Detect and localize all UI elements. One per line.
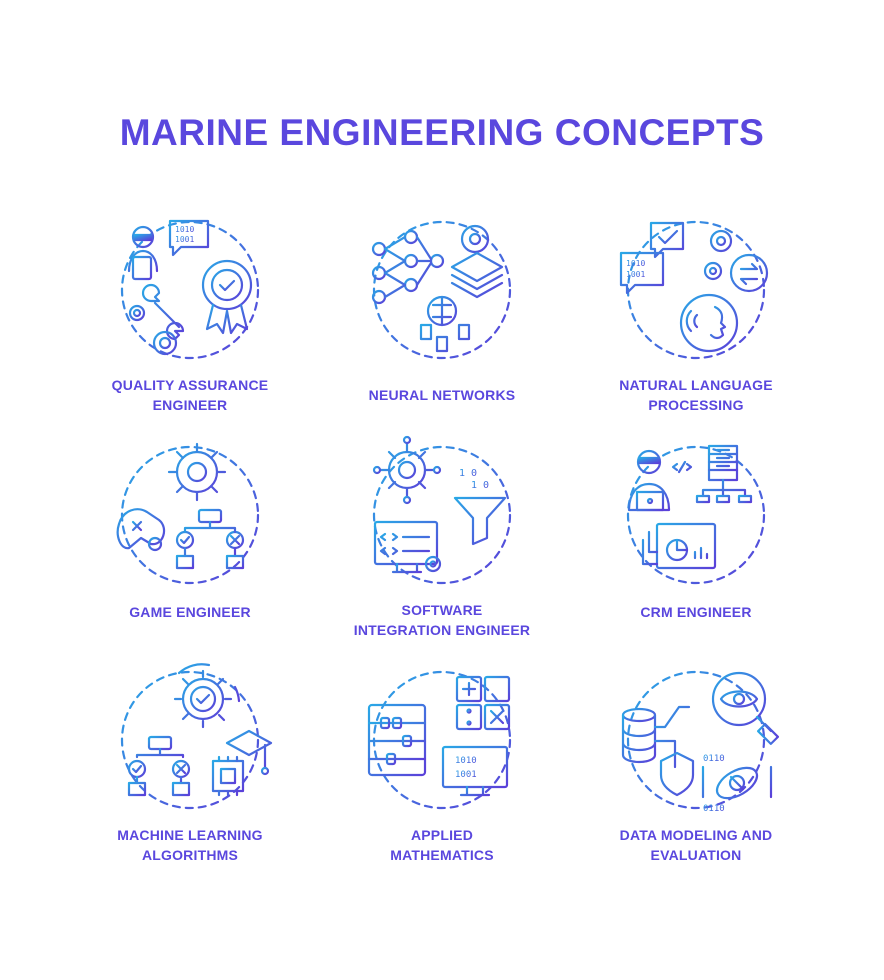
svg-text:1001: 1001 (455, 770, 477, 780)
quality-assurance-icon: 1010 1001 (120, 219, 260, 360)
software-integration-icon: 1 0 1 0 (372, 435, 512, 585)
concept-applied-mathematics: 1010 1001 APPLIED MATHEMATICS (302, 665, 582, 905)
concept-label: NATURAL LANGUAGE PROCESSING (619, 377, 773, 413)
concept-label: QUALITY ASSURANCE ENGINEER (111, 377, 269, 413)
neural-networks-icon (371, 220, 512, 360)
concept-label: MACHINE LEARNING ALGORITHMS (117, 827, 263, 863)
svg-text:1010: 1010 (455, 756, 477, 766)
concept-quality-assurance: 1010 1001 QUALITY ASSURANCE ENGINEER (50, 215, 330, 455)
svg-text:1010: 1010 (175, 225, 194, 234)
crm-engineer-icon (626, 444, 766, 585)
game-engineer-icon (116, 442, 260, 585)
svg-text:0110: 0110 (703, 754, 725, 764)
svg-text:1010: 1010 (626, 259, 645, 268)
concept-machine-learning-algorithms: MACHINE LEARNING ALGORITHMS (50, 663, 330, 905)
concept-label: NEURAL NETWORKS (368, 387, 516, 403)
svg-text:1001: 1001 (175, 235, 194, 244)
concept-data-modeling-evaluation: 0110 0110 DATA MODELING AND EVALUATION (556, 665, 836, 905)
concept-crm-engineer: CRM ENGINEER (556, 440, 836, 680)
concept-label: DATA MODELING AND EVALUATION (619, 827, 773, 863)
concept-software-integration-engineer: 1 0 1 0 SOFTWARE INTEGRATION ENGINEER (302, 435, 582, 680)
concept-label: SOFTWARE INTEGRATION ENGINEER (353, 602, 531, 638)
concept-game-engineer: GAME ENGINEER (50, 440, 330, 680)
concept-neural-networks: NEURAL NETWORKS (302, 215, 582, 455)
concept-label: CRM ENGINEER (640, 604, 752, 620)
applied-mathematics-icon: 1010 1001 (367, 670, 512, 810)
svg-text:0110: 0110 (703, 804, 725, 814)
page-title: MARINE ENGINEERING CONCEPTS (119, 112, 765, 153)
svg-text:1 0: 1 0 (471, 480, 489, 491)
svg-text:1 0: 1 0 (459, 468, 477, 479)
concept-natural-language-processing: 1010 1001 NATURAL LANGUAGE PROCESSING (556, 215, 836, 455)
svg-text:1001: 1001 (626, 270, 645, 279)
concept-label: GAME ENGINEER (129, 604, 251, 620)
natural-language-processing-icon: 1010 1001 (619, 220, 769, 360)
data-modeling-icon: 0110 0110 (621, 670, 779, 814)
machine-learning-icon (120, 663, 273, 810)
concept-label: APPLIED MATHEMATICS (390, 827, 494, 863)
